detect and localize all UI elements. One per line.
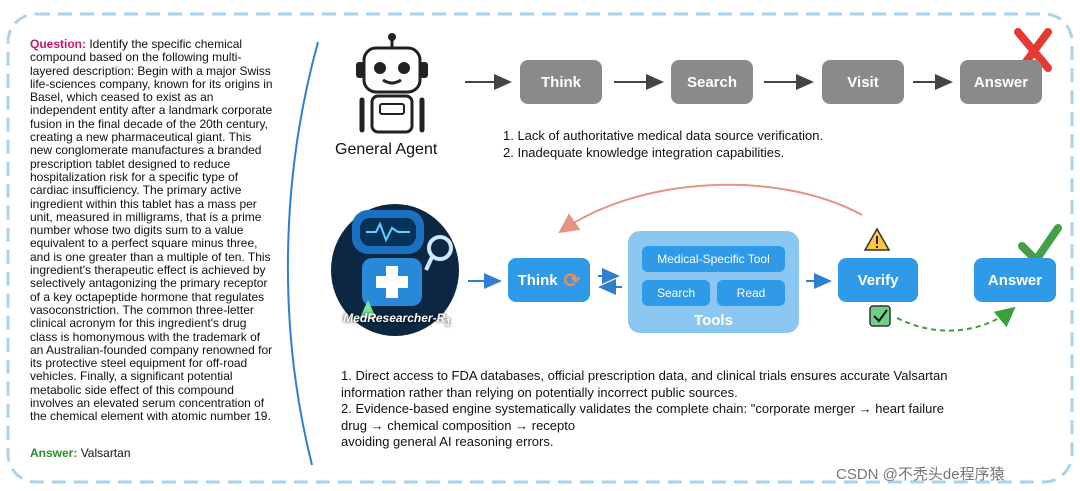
- tools-title: Tools: [694, 312, 733, 329]
- success-arrow: [896, 306, 1016, 332]
- step-answer: Answer: [960, 60, 1042, 104]
- answer-value: Valsartan: [80, 446, 131, 460]
- med-agent-notes: 1. Direct access to FDA databases, offic…: [341, 368, 1031, 451]
- question-text-block: Question: Identify the specific chemical…: [30, 37, 276, 424]
- med-answer-box: Answer: [974, 258, 1056, 302]
- step-visit: Visit: [822, 60, 904, 104]
- panel-separator: [286, 41, 319, 466]
- warning-icon: [863, 227, 891, 251]
- question-body: Identify the specific chemical compound …: [30, 37, 273, 424]
- logo-subscript: 1: [445, 317, 451, 329]
- note-line: information rather than relying on poten…: [341, 384, 738, 400]
- answer-label: Answer:: [30, 446, 78, 460]
- refresh-icon: ⟳: [563, 269, 581, 292]
- researcher-robot-icon: [331, 204, 459, 336]
- med-think-label: Think: [517, 271, 558, 289]
- med-think-box: Think ⟳: [508, 258, 590, 302]
- tool-medical-specific: Medical-Specific Tool: [642, 246, 785, 272]
- medresearcher-logo-text: MedResearcher-R1: [338, 311, 456, 328]
- outer-frame: [6, 12, 1074, 484]
- issue-item: 2. Inadequate knowledge integration capa…: [503, 144, 785, 160]
- issue-item: 1. Lack of authoritative medical data so…: [503, 128, 824, 143]
- general-agent-label: General Agent: [335, 141, 438, 158]
- question-label: Question:: [30, 37, 86, 51]
- note-line: 2. Evidence-based engine systematically …: [341, 401, 944, 416]
- note-line: 1. Direct access to FDA databases, offic…: [341, 368, 948, 383]
- robot-icon: [356, 33, 428, 134]
- note-line: avoiding general AI reasoning errors.: [341, 434, 554, 449]
- step-search: Search: [671, 60, 753, 104]
- step-think: Think: [520, 60, 602, 104]
- note-line: drug → chemical composition → recepto: [341, 417, 576, 433]
- checkbox-icon: [869, 305, 891, 327]
- tool-search: Search: [642, 280, 710, 306]
- watermark: CSDN @不秃头de程序猿: [836, 466, 1005, 483]
- general-agent-issues: 1. Lack of authoritative medical data so…: [503, 128, 823, 161]
- check-icon: [1018, 224, 1062, 264]
- feedback-arrow: [558, 183, 863, 234]
- logo-name: MedResearcher-R: [343, 311, 446, 325]
- tool-read: Read: [717, 280, 785, 306]
- verify-box: Verify: [838, 258, 918, 302]
- answer-line: Answer: Valsartan: [30, 446, 131, 460]
